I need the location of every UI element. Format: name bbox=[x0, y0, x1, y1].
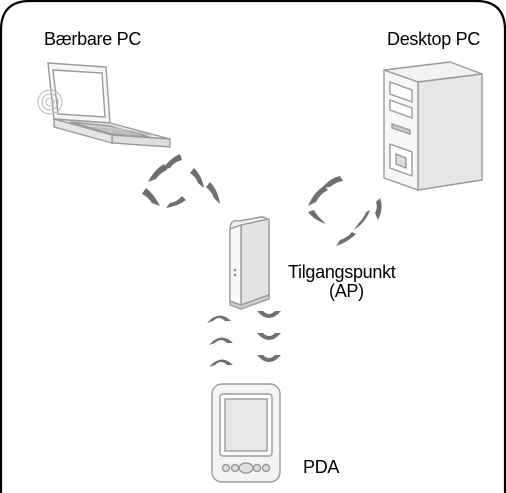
laptop-icon bbox=[37, 62, 171, 148]
wireless-signal-icon bbox=[142, 154, 220, 208]
laptop-label: Bærbare PC bbox=[44, 29, 142, 49]
wireless-signal-icon bbox=[207, 311, 281, 367]
access-point-icon bbox=[229, 216, 270, 310]
wireless-signal-icon bbox=[308, 176, 382, 246]
desktop-pc-label: Desktop PC bbox=[387, 29, 481, 49]
access-point-abbrev-label: (AP) bbox=[329, 281, 364, 301]
pda-icon bbox=[211, 383, 281, 483]
pda-label: PDA bbox=[303, 457, 340, 477]
access-point-label: Tilgangspunkt bbox=[288, 262, 396, 282]
desktop-pc-icon bbox=[383, 61, 483, 191]
